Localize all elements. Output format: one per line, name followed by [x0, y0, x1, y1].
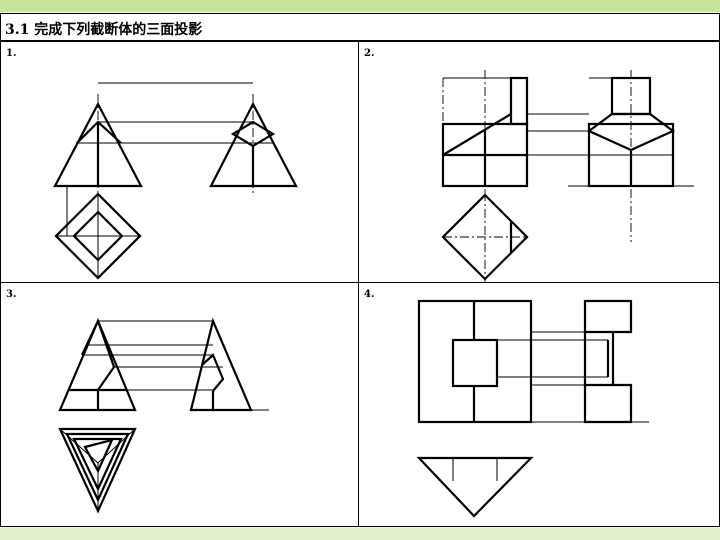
problem-3-drawing	[58, 317, 269, 514]
p4-front-square-hole	[451, 338, 499, 388]
top-accent-band	[0, 0, 720, 12]
problem-1-number: 1.	[6, 48, 17, 59]
problem-1-panel: 1.	[1, 42, 359, 283]
problem-grid: 1.	[1, 42, 719, 526]
p3-side-pyramid-outline	[189, 317, 253, 412]
p3-top-outer-triangle	[58, 427, 137, 514]
p1-side-cut-face	[230, 120, 276, 148]
p3-side-cut-profile	[201, 353, 225, 392]
p3-front-cut-profile	[81, 318, 116, 391]
p3-top-middle-triangle	[65, 432, 130, 503]
p3-top-cut-face	[83, 438, 114, 474]
p2-front-post	[509, 76, 529, 126]
p3-top-inner-triangle	[72, 437, 123, 492]
exercise-title: 3.1 完成下列截断体的三面投影	[5, 22, 203, 38]
problem-3-number: 3.	[6, 289, 17, 300]
problem-2-number: 2.	[364, 48, 375, 59]
p2-side-cut-face	[586, 112, 676, 152]
problem-2-drawing	[441, 70, 694, 282]
p3-top-edge-left	[59, 428, 99, 464]
problem-3-panel: 3.	[1, 283, 359, 526]
problem-1-drawing	[53, 82, 298, 280]
problem-4-panel: 4.	[359, 283, 719, 526]
problem-4-number: 4.	[364, 289, 375, 300]
exercise-sheet: 3.1 完成下列截断体的三面投影 1.	[0, 13, 720, 527]
problem-2-panel: 2.	[359, 42, 719, 283]
bottom-accent-band	[0, 528, 720, 540]
p4-top-triangle	[416, 456, 534, 518]
problem-4-drawing	[416, 299, 649, 518]
p2-front-slant-cut	[442, 113, 512, 156]
p3-top-edge-right	[97, 428, 136, 464]
title-row: 3.1 完成下列截断体的三面投影	[1, 14, 719, 42]
